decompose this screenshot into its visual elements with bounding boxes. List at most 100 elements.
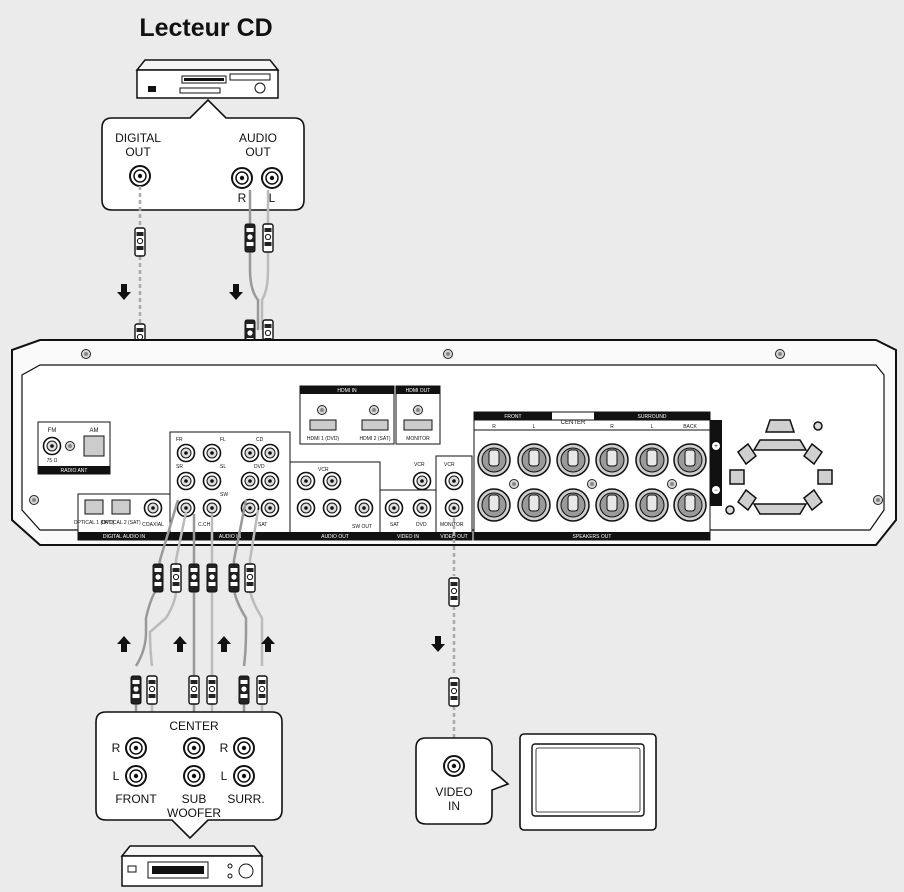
surr-r-plug-bottom <box>238 675 250 705</box>
arrow-up-icon <box>173 636 187 652</box>
arrow-down-icon <box>431 636 445 652</box>
front-r-plug-bottom <box>130 675 142 705</box>
dvd-front-label: FRONT <box>115 792 157 806</box>
surround-speaker-label: SURROUND <box>638 414 667 420</box>
television <box>519 733 657 831</box>
fl-label: FL <box>220 437 226 443</box>
digital-out-label-1: DIGITAL <box>115 131 161 145</box>
dvd-sub-label-2: WOOFER <box>167 806 221 820</box>
dvd-front-r-label: R <box>112 741 121 755</box>
dvd-surr-label: SURR. <box>227 792 264 806</box>
cd-l-label: L <box>269 191 276 205</box>
digital-audio-in-label: DIGITAL AUDIO IN <box>103 534 146 540</box>
tv-video-in-label-2: IN <box>448 799 460 813</box>
fm-label: FM <box>48 428 57 434</box>
dvd-player <box>120 845 264 887</box>
ohm-label: 75 Ω <box>47 458 58 464</box>
audio-in-section: AUDIO IN FR FL SR SL SW CD DVD C.CH SAT <box>169 431 291 541</box>
dvd-output-panel: CENTER R L R L FRONT SUB WOOFER SURR. <box>95 711 283 840</box>
sub-plug-bottom <box>206 675 218 705</box>
spk-back: BACK <box>683 424 697 430</box>
center-speaker-label: CENTER <box>561 420 586 426</box>
video-in-label: VIDEO IN <box>397 534 419 540</box>
cd-r-label: R <box>238 191 247 205</box>
audio-out-label-1: AUDIO <box>239 131 277 145</box>
sw-out-label: SW OUT <box>352 524 372 530</box>
coaxial-label: COAXIAL <box>142 522 164 528</box>
hdmi-out-label: HDMI OUT <box>406 388 431 394</box>
surr-r-plug-top <box>228 563 240 593</box>
arrow-down-icon <box>229 284 243 300</box>
front-l-plug-top <box>170 563 182 593</box>
cd-output-panel: DIGITAL OUT AUDIO OUT R L <box>101 98 305 211</box>
speakers-out-label: SPEAKERS OUT <box>573 534 612 540</box>
digital-out-label-2: OUT <box>125 145 151 159</box>
spk-surr-l: L <box>651 424 654 430</box>
spk-surr-r: R <box>610 424 614 430</box>
radio-ant-label: RADIO ANT <box>61 468 88 474</box>
cch-label: C.CH <box>198 522 211 528</box>
dvd-center-label: CENTER <box>169 719 219 733</box>
hdmi-monitor-label: MONITOR <box>406 436 430 442</box>
hdmi-section: HDMI IN HDMI 1 (DVD) HDMI 2 (SAT) HDMI O… <box>299 385 441 445</box>
video-vcr-in-label: VCR <box>414 462 425 468</box>
speakers-out-section: FRONT CENTER SURROUND R L R L BACK SPEAK… <box>473 411 722 541</box>
dvd-sub-label-1: SUB <box>182 792 207 806</box>
video-out-label: VIDEO OUT <box>440 534 468 540</box>
audio-in-label: AUDIO IN <box>219 534 242 540</box>
video-vcr-out-label: VCR <box>444 462 455 468</box>
tv-video-in-label-1: VIDEO <box>435 785 472 799</box>
audio-out-section: AUDIO OUT VCR SW OUT <box>289 461 381 541</box>
video-plug-bottom <box>448 677 460 707</box>
audio-out-l-jack <box>261 167 283 189</box>
sub-plug-top <box>206 563 218 593</box>
dvd-front-l-label: L <box>113 769 120 783</box>
hdmi2-label: HDMI 2 (SAT) <box>359 436 390 442</box>
plus-icon: + <box>714 444 718 450</box>
minus-icon: − <box>714 488 718 494</box>
front-r-plug-top <box>152 563 164 593</box>
radio-antenna-section: RADIO ANT FM AM 75 Ω <box>37 421 111 475</box>
dvd-label: DVD <box>254 464 265 470</box>
video-sat-label: SAT <box>390 522 399 528</box>
sat-in-label: SAT <box>258 522 267 528</box>
optical1-label: OPTICAL 1 (DVD) <box>74 520 115 526</box>
sl-label: SL <box>220 464 226 470</box>
arrow-up-icon <box>117 636 131 652</box>
dvd-surr-l-label: L <box>221 769 228 783</box>
surr-l-plug-top <box>244 563 256 593</box>
vcr-out-label: VCR <box>318 467 329 473</box>
cd-r-plug-top <box>244 223 256 253</box>
video-plug-top <box>448 577 460 607</box>
audio-out-r-jack <box>231 167 253 189</box>
digital-audio-in-section: DIGITAL AUDIO IN OPTICAL 1 (DVD) OPTICAL… <box>74 493 171 541</box>
video-monitor-label: MONITOR <box>440 522 464 528</box>
center-plug-bottom <box>188 675 200 705</box>
sw-label: SW <box>220 492 228 498</box>
tv-input-panel: VIDEO IN <box>415 737 510 825</box>
digital-out-jack <box>129 165 151 187</box>
optical2-label: OPTICAL 2 (SAT) <box>101 520 141 526</box>
front-l-plug-bottom <box>146 675 158 705</box>
front-speaker-label: FRONT <box>504 414 521 420</box>
hdmi-in-label: HDMI IN <box>337 388 357 394</box>
arrow-up-icon <box>217 636 231 652</box>
diagram-title: Lecteur CD <box>139 14 272 42</box>
cooling-fan <box>725 419 833 515</box>
hdmi1-label: HDMI 1 (DVD) <box>307 436 340 442</box>
am-label: AM <box>90 428 99 434</box>
digital-plug-top <box>134 227 146 257</box>
spk-front-r: R <box>492 424 496 430</box>
sr-label: SR <box>176 464 183 470</box>
video-dvd-label: DVD <box>416 522 427 528</box>
surr-l-plug-bottom <box>256 675 268 705</box>
cd-label: CD <box>256 437 264 443</box>
audio-out-label: AUDIO OUT <box>321 534 349 540</box>
audio-out-label-2: OUT <box>245 145 271 159</box>
center-plug-top <box>188 563 200 593</box>
cd-l-plug-top <box>262 223 274 253</box>
spk-front-l: L <box>533 424 536 430</box>
dvd-surr-r-label: R <box>220 741 229 755</box>
cd-player <box>135 59 280 99</box>
